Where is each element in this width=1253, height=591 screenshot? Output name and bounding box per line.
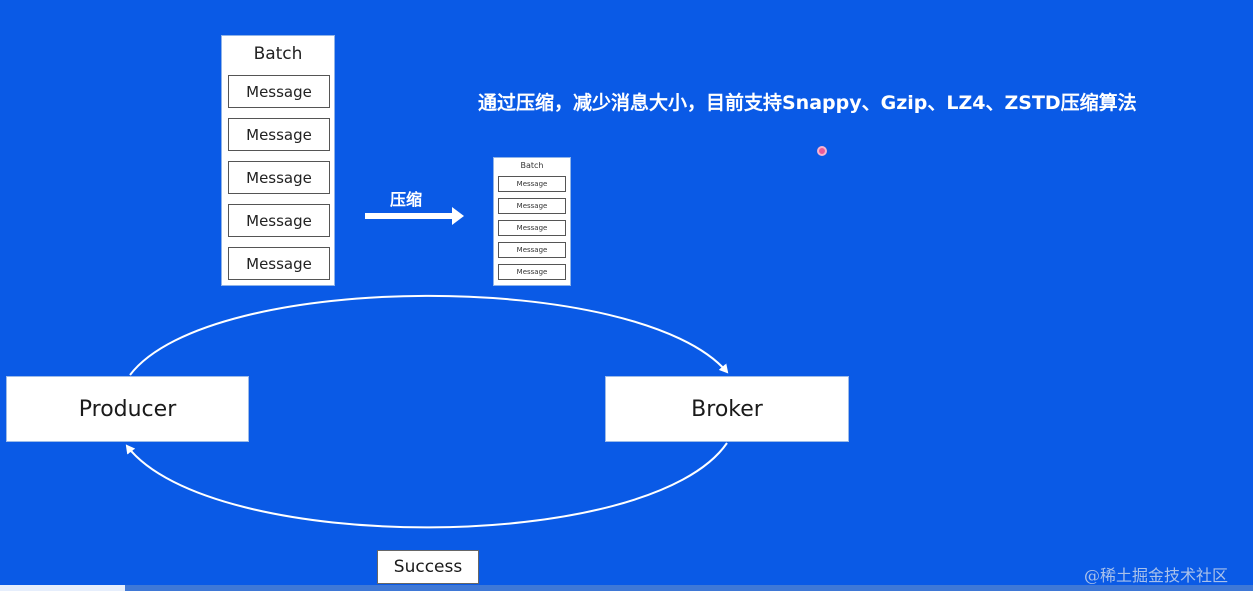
broker-node: Broker xyxy=(605,376,849,442)
batch-title: Batch xyxy=(520,161,544,170)
producer-node: Producer xyxy=(6,376,249,442)
success-label: Success xyxy=(377,550,479,584)
caption-text: 通过压缩，减少消息大小，目前支持Snappy、Gzip、LZ4、ZSTD压缩算法 xyxy=(478,92,1137,114)
batch-title: Batch xyxy=(253,44,303,64)
batch-uncompressed: Batch Message Message Message Message Me… xyxy=(221,35,335,286)
message-box: Message xyxy=(228,247,330,280)
compress-label: 压缩 xyxy=(390,190,423,209)
message-box: Message xyxy=(498,242,566,258)
message-box: Message xyxy=(228,75,330,108)
progress-track[interactable] xyxy=(0,585,1253,591)
batch-compressed: Batch Message Message Message Message Me… xyxy=(493,157,571,286)
send-arc xyxy=(129,294,729,376)
cursor-dot-icon xyxy=(817,146,827,156)
message-box: Message xyxy=(228,161,330,194)
message-box: Message xyxy=(498,176,566,192)
message-box: Message xyxy=(498,220,566,236)
message-box: Message xyxy=(498,264,566,280)
message-box: Message xyxy=(228,204,330,237)
ack-arc xyxy=(125,442,728,529)
watermark: @稀土掘金技术社区 xyxy=(1084,566,1229,585)
message-box: Message xyxy=(228,118,330,151)
progress-fill xyxy=(0,585,125,591)
right-arrow-icon xyxy=(365,207,464,225)
message-box: Message xyxy=(498,198,566,214)
